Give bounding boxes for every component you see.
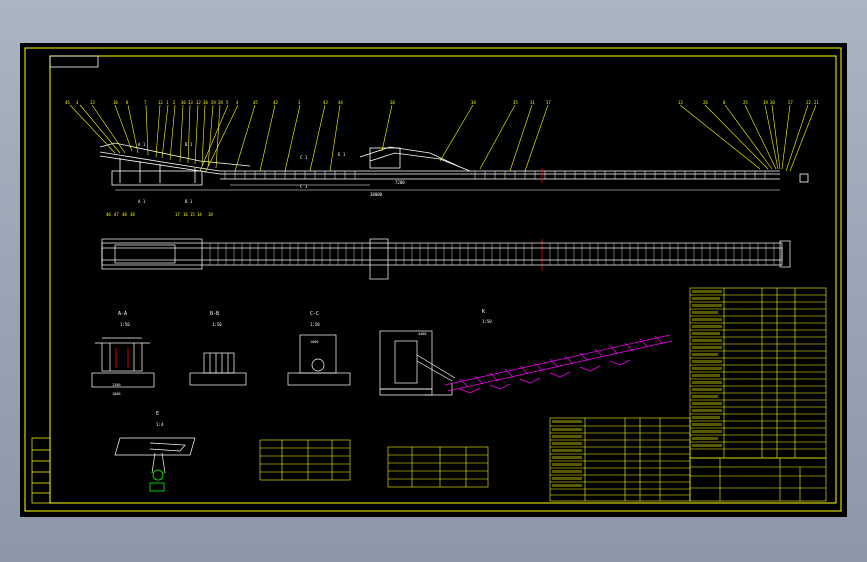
svg-text:10: 10 — [113, 100, 118, 105]
svg-text:17: 17 — [175, 212, 180, 217]
svg-text:45: 45 — [253, 100, 258, 105]
svg-text:23: 23 — [90, 100, 95, 105]
inner-frame — [49, 55, 837, 504]
svg-text:33: 33 — [188, 100, 193, 105]
section-b-b: B-B 1:50 — [189, 311, 247, 386]
svg-text:8: 8 — [126, 100, 129, 105]
label-b1: B 1 — [185, 142, 193, 147]
section-k: K 1:50 4400 — [379, 309, 492, 396]
detail-e: E 1:4 — [114, 411, 196, 492]
svg-text:3: 3 — [76, 100, 79, 105]
svg-text:18: 18 — [208, 212, 213, 217]
svg-text:1800: 1800 — [112, 392, 120, 396]
svg-text:25: 25 — [743, 100, 748, 105]
svg-text:B-B: B-B — [210, 311, 219, 317]
label-b1-lower: B 1 — [185, 199, 193, 204]
dim-overall: 38000 — [370, 192, 383, 197]
svg-text:2: 2 — [173, 100, 176, 105]
svg-text:26: 26 — [703, 100, 708, 105]
svg-text:37: 37 — [546, 100, 551, 105]
svg-text:15: 15 — [190, 212, 195, 217]
label-a1-lower: A 1 — [138, 199, 146, 204]
svg-text:36: 36 — [181, 100, 186, 105]
svg-text:5: 5 — [226, 100, 229, 105]
title-block — [689, 457, 827, 502]
svg-text:3: 3 — [298, 100, 301, 105]
elevation-text: A 1 B 1 C 1 E 1 A 1 B 1 C 1 7200 38000 — [138, 142, 405, 204]
svg-text:30: 30 — [203, 100, 208, 105]
svg-text:43: 43 — [323, 100, 328, 105]
svg-text:29: 29 — [211, 100, 216, 105]
parts-list-lower — [549, 417, 691, 502]
section-c-c: C-C 1:50 1000 — [287, 311, 351, 386]
svg-text:34: 34 — [471, 100, 476, 105]
outer-frame — [24, 47, 842, 512]
svg-text:47: 47 — [114, 212, 119, 217]
svg-text:1000: 1000 — [310, 340, 318, 344]
svg-text:27: 27 — [788, 100, 793, 105]
svg-text:45: 45 — [65, 100, 70, 105]
svg-text:1:50: 1:50 — [482, 319, 492, 324]
svg-text:14: 14 — [197, 212, 202, 217]
svg-text:4: 4 — [236, 100, 239, 105]
label-c1-lower: C 1 — [300, 184, 308, 189]
svg-text:38: 38 — [130, 212, 135, 217]
svg-text:44: 44 — [338, 100, 343, 105]
left-strip — [31, 437, 51, 504]
svg-text:12: 12 — [158, 100, 163, 105]
svg-text:46: 46 — [106, 212, 111, 217]
svg-text:1: 1 — [166, 100, 169, 105]
bottom-item-numbers: 46 47 48 38 17 16 15 14 18 — [106, 212, 213, 217]
plan-view — [101, 238, 791, 280]
label-e1: E 1 — [338, 152, 346, 157]
small-table-right — [387, 446, 489, 488]
svg-text:19: 19 — [763, 100, 768, 105]
corner-box — [49, 55, 99, 68]
dim-mid: 7200 — [395, 180, 405, 185]
svg-text:1200: 1200 — [112, 383, 120, 387]
svg-text:1:50: 1:50 — [310, 322, 320, 327]
svg-text:35: 35 — [513, 100, 518, 105]
svg-text:13: 13 — [678, 100, 683, 105]
svg-text:1:50: 1:50 — [120, 322, 130, 327]
leader-lines — [69, 104, 817, 174]
svg-text:22: 22 — [806, 100, 811, 105]
svg-text:42: 42 — [273, 100, 278, 105]
svg-text:28: 28 — [218, 100, 223, 105]
svg-text:32: 32 — [196, 100, 201, 105]
svg-text:K: K — [482, 309, 485, 315]
svg-text:31: 31 — [530, 100, 535, 105]
svg-text:4400: 4400 — [418, 332, 426, 336]
svg-text:A-A: A-A — [118, 311, 127, 317]
parts-list-fill — [552, 290, 722, 487]
svg-text:1:4: 1:4 — [156, 422, 164, 427]
elevation-view — [99, 142, 809, 191]
svg-text:8: 8 — [723, 100, 726, 105]
section-a-a: A-A 1:50 1200 1800 — [91, 311, 155, 396]
label-c1: C 1 — [300, 155, 308, 160]
small-table-left — [259, 439, 351, 481]
svg-text:E: E — [156, 411, 159, 417]
svg-text:48: 48 — [122, 212, 127, 217]
svg-text:20: 20 — [770, 100, 775, 105]
magenta-inclined-view — [444, 334, 673, 394]
label-a1: A 1 — [138, 142, 146, 147]
svg-text:21: 21 — [814, 100, 819, 105]
svg-text:1:50: 1:50 — [212, 322, 222, 327]
svg-text:C-C: C-C — [310, 311, 319, 317]
svg-text:38: 38 — [390, 100, 395, 105]
svg-text:16: 16 — [183, 212, 188, 217]
svg-text:7: 7 — [144, 100, 147, 105]
